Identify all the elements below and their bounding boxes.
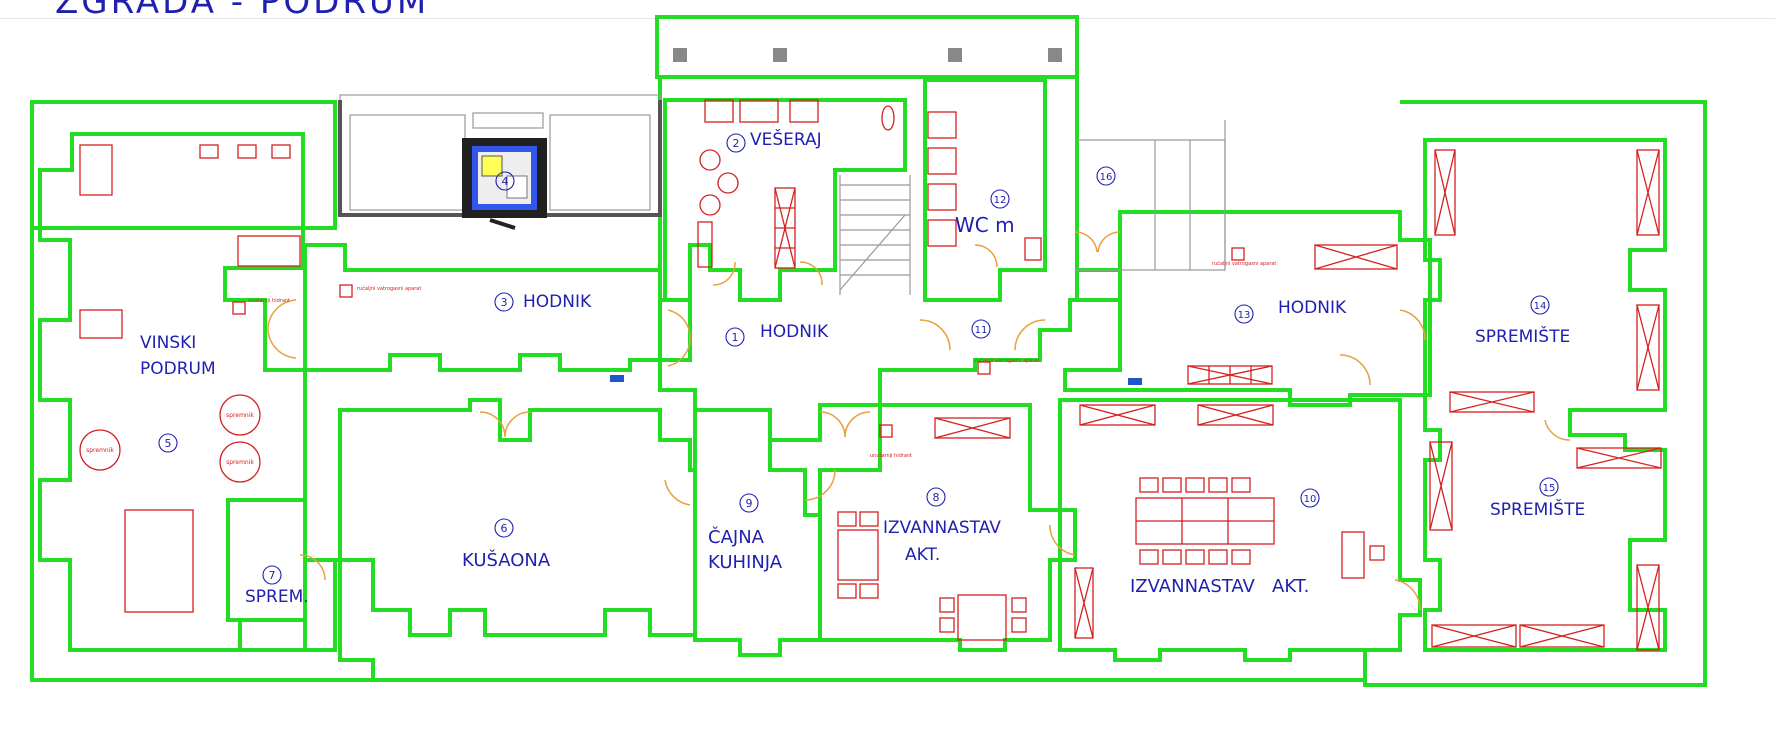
note-extinguisher-1: ručaljni vatrogasni aparat [357, 285, 421, 292]
wall-west-outer [30, 102, 375, 682]
hydrant-markers [610, 375, 1142, 385]
wall-room-5 [38, 132, 307, 652]
room-names: HODNIK VEŠERAJ HODNIK VINSKI PODRUM KUŠA… [140, 128, 1585, 607]
wall-room-7 [226, 498, 337, 652]
room-8-name-line2: AKT. [905, 545, 940, 565]
room-12-number: 12 [994, 195, 1007, 206]
room-number-circles [158, 133, 1559, 585]
room-12-name: WC m [955, 213, 1015, 237]
room-11-number: 11 [975, 325, 988, 336]
room-16-number: 16 [1100, 172, 1113, 183]
barrel-2 [219, 394, 261, 436]
note-hydrant-1: unutarnji hidrant [248, 298, 290, 304]
barrel-1 [79, 429, 121, 471]
room-7-name: SPREM. [245, 587, 309, 607]
barrel-2-label: spremnik [226, 412, 254, 419]
room-5-number: 5 [165, 437, 172, 450]
wall-south-outer [373, 678, 1367, 685]
room-8-name-line1: IZVANNASTAV [883, 518, 1001, 538]
wine-barrels: spremnik spremnik spremnik [79, 394, 261, 483]
barrel-3-label: spremnik [226, 459, 254, 466]
room-2-name: VEŠERAJ [750, 128, 822, 150]
room-10-name: IZVANNASTAV AKT. [1130, 576, 1309, 597]
vent-squares [673, 48, 1062, 62]
note-extinguisher-3: ručaljni vatrogasni aparat [975, 357, 1039, 364]
barrel-1-label: spremnik [86, 447, 114, 454]
wall-wine-cellar-top [30, 100, 337, 230]
barrel-3 [219, 441, 261, 483]
wall-east-outer [1363, 100, 1707, 687]
room-3-number: 3 [501, 296, 508, 309]
room-9-name-line2: KUHINJA [708, 552, 783, 573]
doors [267, 231, 1571, 611]
plan-title: ZGRADA - PODRUM [55, 0, 430, 22]
wall-room-2 [663, 98, 907, 302]
wall-room-12 [923, 78, 1047, 302]
room-3-name: HODNIK [523, 292, 592, 312]
room-5-name-line1: VINSKI [140, 333, 196, 353]
wall-stair-16 [1077, 268, 1122, 302]
room-13-name: HODNIK [1278, 298, 1347, 318]
room-13-number: 13 [1238, 310, 1251, 321]
wall-room-10 [1058, 398, 1422, 662]
room-2-number: 2 [733, 137, 740, 150]
room-7-number: 7 [269, 569, 276, 582]
room-4-number: 4 [502, 175, 509, 188]
wall-outlines [30, 15, 1707, 687]
note-hydrant-2: unutarnji hidrant [870, 453, 912, 459]
room-1-name: HODNIK [760, 322, 829, 342]
lift-shaft [462, 138, 547, 230]
wall-rooms-14-15 [1423, 138, 1667, 652]
room-5-name-line2: PODRUM [140, 359, 216, 379]
room-9-number: 9 [746, 497, 753, 510]
equipment [79, 99, 1662, 651]
room-9-name-line1: ČAJNA [708, 526, 765, 548]
room-6-number: 6 [501, 522, 508, 535]
room-14-number: 14 [1534, 301, 1547, 312]
wall-room-6 [338, 398, 697, 637]
room-8-number: 8 [933, 491, 940, 504]
note-extinguisher-2: ručaljni vatrogasni aparat [1212, 260, 1276, 267]
room-numbers: 1 2 3 4 5 6 7 8 9 10 11 12 13 14 15 16 [165, 137, 1556, 582]
annotation-notes: ručaljni vatrogasni aparat unutarnji hid… [248, 260, 1276, 459]
room-1-number: 1 [732, 331, 739, 344]
room-15-name: SPREMIŠTE [1490, 498, 1585, 520]
room-10-number: 10 [1304, 494, 1317, 505]
wall-corridor-13 [1063, 210, 1432, 407]
wall-room-8 [818, 403, 1077, 652]
wall-corridor-1 [658, 75, 1079, 442]
room-15-number: 15 [1543, 483, 1556, 494]
room-6-name: KUŠAONA [462, 549, 551, 571]
lightwell-hatch [338, 100, 662, 217]
room-14-name: SPREMIŠTE [1475, 325, 1570, 347]
wall-top-strip [655, 15, 1079, 79]
